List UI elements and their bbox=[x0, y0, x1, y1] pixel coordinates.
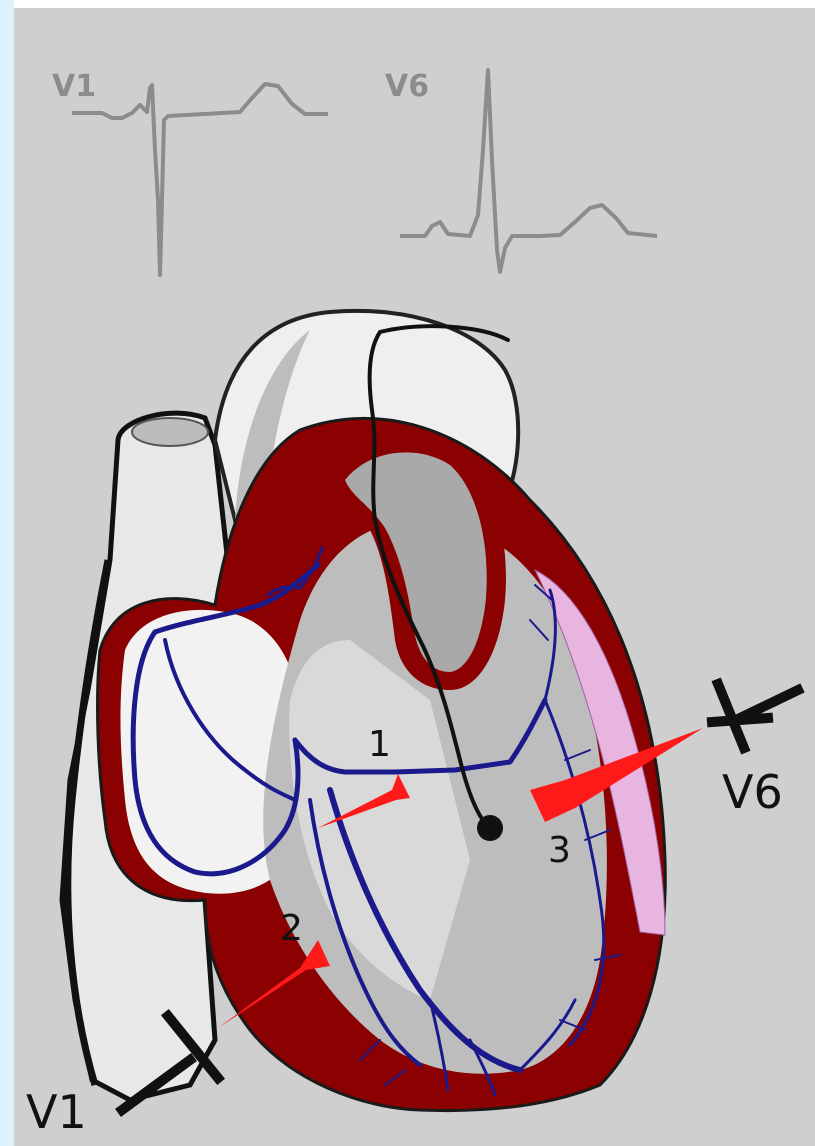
vector-3-label: 3 bbox=[548, 830, 571, 871]
electrode-v1-label: V1 bbox=[26, 1085, 87, 1139]
electrode-v6-label: V6 bbox=[722, 765, 783, 819]
vector-2-label: 2 bbox=[280, 908, 303, 949]
vena-cava-opening bbox=[132, 418, 208, 446]
electrode-v6: V6 bbox=[712, 684, 798, 819]
ecg-v6-trace bbox=[400, 70, 657, 272]
ecg-v1-label: V1 bbox=[52, 69, 96, 104]
ecg-v6-label: V6 bbox=[385, 69, 429, 104]
ecg-traces: V1 V6 bbox=[52, 69, 657, 275]
vector-1-label: 1 bbox=[368, 724, 391, 765]
ecg-v1-trace bbox=[72, 84, 328, 275]
electrode-v6-symbol bbox=[712, 684, 798, 748]
lead-tip bbox=[477, 815, 503, 841]
